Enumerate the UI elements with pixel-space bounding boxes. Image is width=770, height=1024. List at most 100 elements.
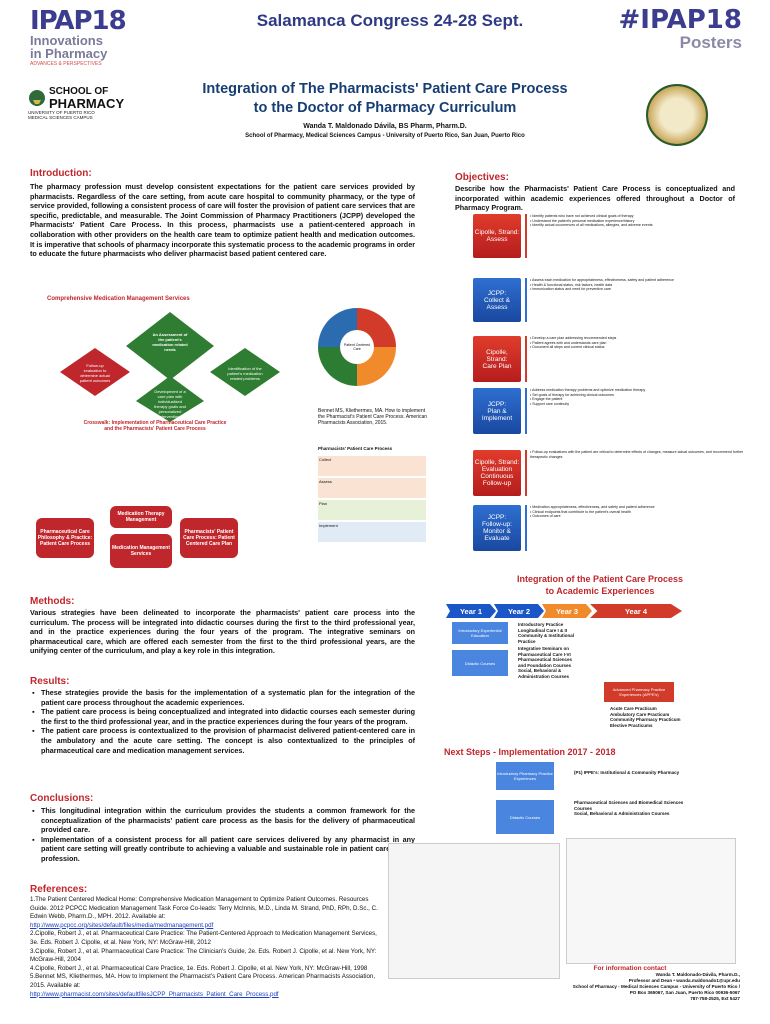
mortar-icon — [29, 90, 45, 106]
obj-3-l1: Cipolle, — [486, 348, 508, 356]
contact-line2: Professor and Dean • wanda.maldonado1@up… — [628, 978, 740, 983]
year-4: Year 4 — [590, 604, 682, 618]
contact-line5: 787-758-2525, Ext 5427 — [690, 996, 740, 1001]
year-3: Year 3 — [542, 604, 592, 618]
crosswalk-box3: Medication Management Services — [110, 534, 172, 568]
title-line2: to the Doctor of Pharmacy Curriculum — [253, 100, 517, 116]
university-seal — [646, 84, 708, 146]
cmm-diagram — [60, 312, 280, 422]
hashtag-text: #IPAP18 — [618, 5, 743, 35]
logo-sub2: in Pharmacy — [30, 46, 108, 61]
ppcp-table-title: Pharmacists' Patient Care Process — [318, 446, 393, 451]
methods-text: Various strategies have been delineated … — [30, 608, 415, 656]
ns-ippe-box: Introductory Pharmacy Practice Experienc… — [496, 762, 554, 790]
obj-row-1: Cipolle, Strand: Assess • Identify patie… — [473, 214, 753, 258]
obj-label-6: JCPP: Follow-up: Monitor & Evaluate — [473, 505, 521, 551]
int-t2c: Pharmaceutical Sciences — [518, 657, 573, 662]
obj-2-l1: JCPP: — [487, 289, 507, 297]
obj-4-l2: Plan & — [487, 407, 507, 415]
ns-didactic-box: Didactic Courses — [496, 800, 554, 834]
results-item-3: The patient care process is contextualiz… — [32, 726, 415, 755]
congress-title: Salamanca Congress 24-28 Sept. — [256, 11, 524, 30]
obj-detail-4: • Address medication therapy problems an… — [525, 388, 753, 434]
school-line1: SCHOOL OF — [49, 86, 109, 97]
obj-6-l2: Follow-up: — [482, 521, 512, 528]
cmm-assess: An Assessment of the patient's medicatio… — [152, 332, 188, 352]
evaluation-form-thumbnail — [566, 838, 736, 964]
ppcp-plan: Plan — [318, 500, 426, 520]
obj-label-2: JCPP: Collect & Assess — [473, 278, 521, 322]
conclusions-list: This longitudinal integration within the… — [32, 806, 415, 864]
obj-label-5: Cipolle, Strand: Evaluation Continuous F… — [473, 450, 521, 496]
int-t1d: Practice — [518, 638, 536, 644]
int-text-3: Acute Care Practicum Ambulatory Care Pra… — [610, 706, 681, 728]
crosswalk-box1: Pharmaceutical Care Philosophy & Practic… — [36, 518, 94, 558]
title-line1: Integration of The Pharmacists' Patient … — [202, 81, 568, 97]
ref-1-link[interactable]: http://www.pcpcc.org/sites/default/files… — [30, 921, 214, 929]
objectives-heading: Objectives: — [455, 172, 509, 183]
intro-exp-box: Introductory Experiential Education — [452, 622, 508, 644]
school-line3: UNIVERSITY OF PUERTO RICO — [28, 110, 95, 115]
school-line2: PHARMACY — [49, 96, 125, 111]
int-t2f: Administration Courses — [518, 673, 570, 679]
obj-3-l3: Care Plan — [482, 362, 512, 370]
year-2: Year 2 — [494, 604, 544, 618]
obj-2-l3: Assess — [486, 303, 508, 311]
crosswalk-box2: Medication Therapy Management — [110, 506, 172, 528]
ref-1: 1.The Patient Centered Medical Home: Com… — [30, 896, 378, 921]
int-t3b: Ambulatory Care Practicum — [610, 711, 670, 717]
didactic-box: Didactic Courses — [452, 650, 508, 676]
cmm-followup: Follow-up evaluation to determine actual… — [79, 363, 111, 383]
contact-line4: PO Box 365067, San Juan, Puerto Rico 009… — [629, 990, 740, 995]
poster-title: Integration of The Pharmacists' Patient … — [140, 80, 630, 118]
int-t3d: Elective Practicums — [610, 722, 653, 728]
ref-3: 3.Cipolle, Robert J., et al. Pharmaceuti… — [30, 947, 377, 964]
ppcp-table: Collect Assess Plan Implement — [318, 456, 426, 556]
int-t1c: Community & Institutional — [518, 633, 574, 638]
ns-t2a: Pharmaceutical Sciences and Biomedical S… — [574, 800, 684, 811]
integration-title: Integration of the Patient Care Process … — [430, 573, 770, 597]
results-heading: Results: — [30, 676, 70, 687]
obj-label-3: Cipolle, Strand: Care Plan — [473, 336, 521, 382]
obj-4-l1: JCPP: — [487, 400, 507, 408]
references-list: 1.The Patient Centered Medical Home: Com… — [30, 896, 385, 999]
obj-detail-3: • Develop a care plan addressing recomme… — [525, 336, 753, 382]
school-logo: SCHOOL OF PHARMACY UNIVERSITY OF PUERTO … — [28, 86, 148, 120]
crosswalk-title: Crosswalk: Implementation of Pharmaceuti… — [30, 420, 280, 432]
obj-2-l2: Collect & — [483, 296, 510, 304]
ppcp-implement: Implement — [318, 522, 426, 542]
introduction-heading: Introduction: — [30, 168, 92, 179]
cmm-identify: Identification of the patient's medicati… — [227, 365, 263, 381]
contact-line3: School of Pharmacy - Medical Sciences Ca… — [572, 984, 740, 989]
crosswalk-title1: Crosswalk: Implementation of Pharmaceuti… — [83, 420, 227, 426]
logo-sub1: Innovations — [30, 33, 103, 48]
ref-5: 5.Bennet MS, Kliethermes, MA. How to Imp… — [30, 973, 376, 989]
contact-line1: Wanda T. Maldonado-Dávila, Pharm.D., — [655, 972, 740, 977]
conclusions-heading: Conclusions: — [30, 793, 94, 804]
obj-row-5: Cipolle, Strand: Evaluation Continuous F… — [473, 450, 753, 496]
int-text-2: Integrative Seminars on Pharmaceutical C… — [518, 646, 572, 679]
ref-5-link[interactable]: http://www.pharmacist.com/sites/defaultf… — [30, 990, 279, 998]
obj-3-l2: Strand: — [486, 355, 508, 363]
obj-label-1: Cipolle, Strand: Assess — [473, 214, 521, 258]
obj-label-4: JCPP: Plan & Implement — [473, 388, 521, 434]
contact-block: For information contact Wanda T. Maldona… — [520, 965, 740, 1002]
hashtag-logo: #IPAP18 Posters — [619, 6, 743, 51]
obj-row-4: JCPP: Plan & Implement • Address medicat… — [473, 388, 753, 434]
int-t1b: Longitudinal Care I & II — [518, 627, 568, 633]
references-heading: References: — [30, 884, 88, 895]
cmm-careplan: Development of a care plan with individu… — [154, 389, 186, 419]
next-steps-title: Next Steps - Implementation 2017 - 2018 — [444, 747, 616, 757]
obj-detail-5: • Follow-up evaluations with the patient… — [525, 450, 753, 496]
int-t2d: and Foundation Courses — [518, 662, 572, 668]
obj-6-l4: Evaluate — [484, 535, 510, 542]
ns-t2b: Social, Behavioral & Administration Cour… — [574, 811, 670, 816]
contact-heading: For information contact — [593, 965, 667, 972]
int-t3c: Community Pharmacy Practicum — [610, 717, 681, 722]
obj-5-l2: Evaluation — [481, 466, 513, 473]
crosswalk-title2: and the Pharmacists' Patient Care Proces… — [104, 426, 206, 432]
obj-6-l1: JCPP: — [487, 514, 507, 521]
introduction-text: The pharmacy profession must develop con… — [30, 182, 415, 259]
results-item-2: The patient care process is being concep… — [32, 707, 415, 726]
conclusions-item-1: This longitudinal integration within the… — [32, 806, 415, 835]
